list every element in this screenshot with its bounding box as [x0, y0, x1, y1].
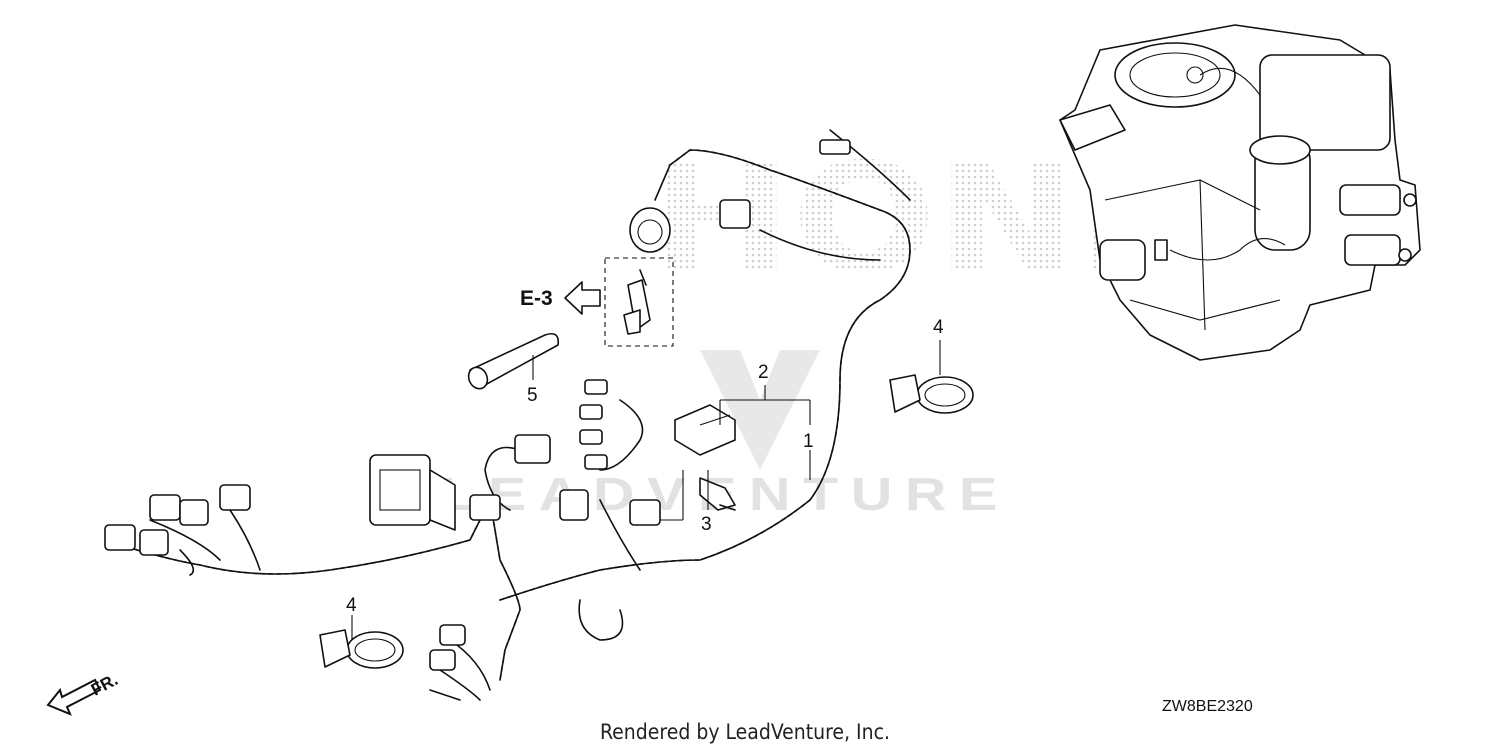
harness-connectors	[104, 139, 851, 671]
part-3-bolt	[699, 477, 736, 511]
callout-5: 5	[527, 385, 538, 406]
front-direction-arrow-icon	[46, 678, 102, 716]
section-reference-label: E-3	[520, 287, 553, 310]
part-4-clamp-upper	[889, 374, 974, 414]
watermark-v-icon	[700, 350, 820, 470]
direction-label: FR.	[88, 670, 121, 700]
callout-2: 2	[758, 362, 769, 383]
wire-harness	[119, 129, 911, 701]
credit-text: Rendered by LeadVenture, Inc.	[600, 720, 890, 744]
callout-1: 1	[803, 431, 814, 452]
reference-arrow-icon	[564, 281, 601, 315]
part-5-tube	[467, 332, 560, 390]
part-2-connector	[674, 404, 736, 456]
connector-plug	[104, 524, 136, 551]
callout-4-upper: 4	[933, 317, 944, 338]
e3-reference-box	[604, 257, 674, 347]
part-4-clamp-lower	[319, 629, 404, 669]
leader-lines	[351, 340, 941, 640]
callout-3: 3	[701, 514, 712, 535]
engine-illustration	[1059, 24, 1421, 361]
callout-4-lower: 4	[346, 595, 357, 616]
drawing-code: ZW8BE2320	[1162, 698, 1253, 715]
